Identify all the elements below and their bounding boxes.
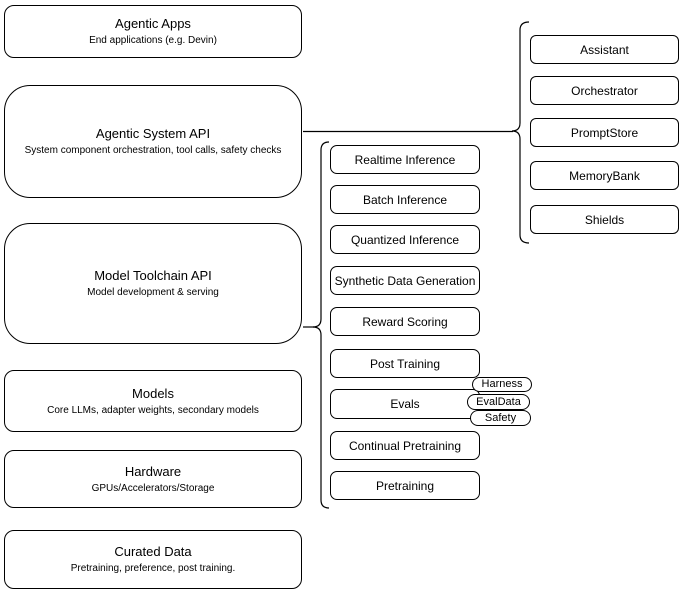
node-pretraining: Pretraining: [330, 471, 480, 500]
node-subtitle: Model development & serving: [87, 287, 219, 298]
node-title: Curated Data: [114, 544, 192, 559]
node-models: Models Core LLMs, adapter weights, secon…: [4, 370, 302, 432]
node-agentic-system-api: Agentic System API System component orch…: [4, 85, 302, 198]
node-realtime-inference: Realtime Inference: [330, 145, 480, 174]
node-title: Agentic System API: [95, 126, 211, 141]
node-subtitle: Pretraining, preference, post training.: [70, 563, 236, 574]
node-assistant: Assistant: [530, 35, 679, 64]
node-subtitle: System component orchestration, tool cal…: [24, 145, 282, 156]
node-subtitle: End applications (e.g. Devin): [89, 35, 217, 46]
node-agentic-apps: Agentic Apps End applications (e.g. Devi…: [4, 5, 302, 58]
node-subtitle: Core LLMs, adapter weights, secondary mo…: [47, 404, 259, 416]
pill-safety: Safety: [470, 410, 531, 426]
node-subtitle: GPUs/Accelerators/Storage: [91, 482, 215, 494]
node-post-training: Post Training: [330, 349, 480, 378]
node-memorybank: MemoryBank: [530, 161, 679, 190]
node-orchestrator: Orchestrator: [530, 76, 679, 105]
node-hardware: Hardware GPUs/Accelerators/Storage: [4, 450, 302, 508]
node-curated-data: Curated Data Pretraining, preference, po…: [4, 530, 302, 589]
node-title: Agentic Apps: [115, 16, 191, 31]
node-title: Models: [132, 385, 174, 401]
pill-evaldata: EvalData: [467, 394, 530, 410]
node-synthetic-data-generation: Synthetic Data Generation: [330, 266, 480, 295]
node-model-toolchain-api: Model Toolchain API Model development & …: [4, 223, 302, 344]
brace-components-group: [511, 21, 530, 244]
node-reward-scoring: Reward Scoring: [330, 307, 480, 336]
node-shields: Shields: [530, 205, 679, 234]
brace-toolchain-group: [312, 141, 330, 509]
node-quantized-inference: Quantized Inference: [330, 225, 480, 254]
node-evals: Evals: [330, 389, 480, 419]
node-title: Model Toolchain API: [94, 268, 212, 283]
node-batch-inference: Batch Inference: [330, 185, 480, 214]
node-continual-pretraining: Continual Pretraining: [330, 431, 480, 460]
pill-harness: Harness: [472, 377, 532, 392]
node-promptstore: PromptStore: [530, 118, 679, 147]
node-title: Hardware: [124, 463, 182, 479]
